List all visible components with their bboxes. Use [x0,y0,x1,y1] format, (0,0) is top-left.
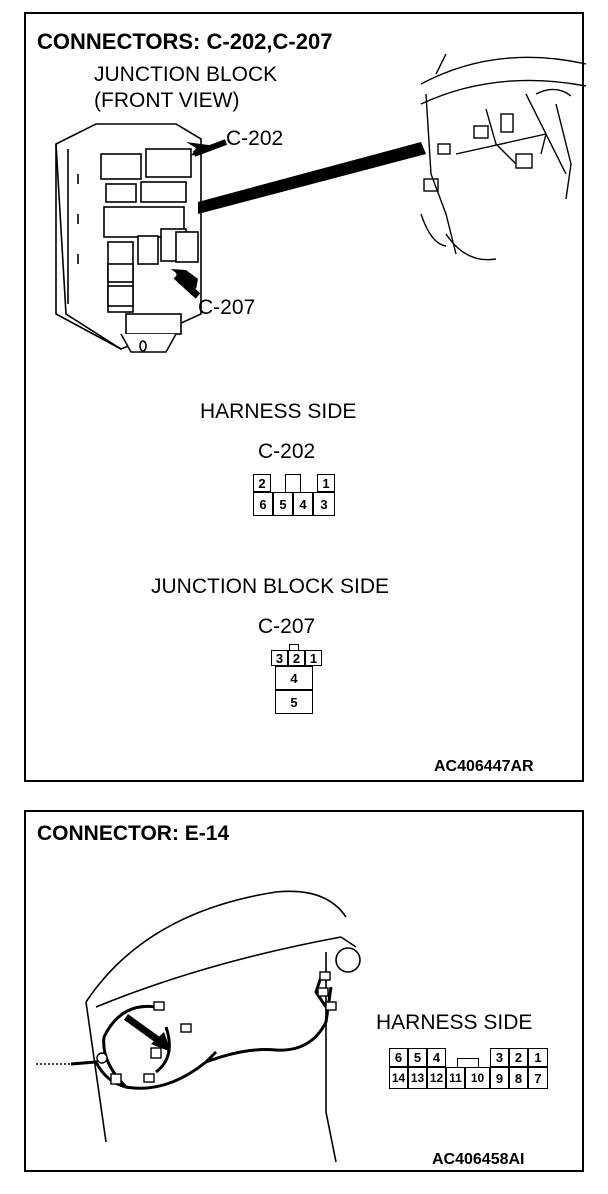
harness-side-label: HARNESS SIDE [200,400,357,423]
e14-pin-9: 9 [490,1067,509,1089]
e14-pin-10: 10 [465,1067,490,1089]
c207-pin-1: 1 [305,650,322,666]
c202-connector: 2 1 6 5 4 3 [251,474,337,522]
c207-latch [289,644,299,650]
figure-code: AC406458AI [432,1151,525,1168]
c202-pin-3: 3 [313,492,335,516]
e14-pin-11: 11 [446,1067,465,1089]
panel-connectors-c202-c207: CONNECTORS: C-202,C-207 JUNCTION BLOCK (… [24,12,587,782]
e14-pin-5: 5 [408,1048,427,1067]
e14-connector: 6 5 4 3 2 1 14 13 12 11 10 9 8 7 [389,1048,549,1090]
e14-pin-6: 6 [389,1048,408,1067]
c202-label: C-202 [258,440,316,463]
c202-pin-1: 1 [317,474,335,492]
e14-pin-4: 4 [427,1048,446,1067]
c202-key [285,474,301,492]
c202-pin-2: 2 [253,474,271,492]
door-harness-illustration [36,890,361,1163]
c207-pin-3: 3 [271,650,288,666]
e14-pin-14: 14 [389,1067,408,1089]
figure-code: AC406447AR [434,758,534,775]
e14-pin-7: 7 [528,1067,548,1089]
panel-title: CONNECTOR: E-14 [37,822,230,845]
junction-block-label: JUNCTION BLOCK [94,63,278,86]
e14-pin-1: 1 [528,1048,548,1067]
e14-pin-8: 8 [509,1067,528,1089]
e14-pin-12: 12 [427,1067,446,1089]
panel-connector-e14: CONNECTOR: E-14 [24,810,584,1172]
e14-pin-3: 3 [490,1048,509,1067]
c207-pin-5: 5 [275,690,313,714]
harness-side-label: HARNESS SIDE [376,1011,533,1034]
c207-pin-4: 4 [275,666,313,690]
junction-block-illustration [55,53,587,353]
callout-c207: C-207 [198,296,256,319]
c202-pin-4: 4 [293,492,313,516]
panel-title: CONNECTORS: C-202,C-207 [37,29,333,54]
c207-pin-2: 2 [288,650,305,666]
junction-block-side-label: JUNCTION BLOCK SIDE [151,575,390,598]
e14-pin-2: 2 [509,1048,528,1067]
c207-connector: 3 2 1 4 5 [269,644,323,716]
c207-label: C-207 [258,615,316,638]
e14-pin-13: 13 [408,1067,427,1089]
front-view-label: (FRONT VIEW) [94,89,240,112]
c202-pin-5: 5 [273,492,293,516]
e14-key [457,1058,479,1067]
callout-c202: C-202 [226,127,284,150]
c202-pin-6: 6 [253,492,273,516]
